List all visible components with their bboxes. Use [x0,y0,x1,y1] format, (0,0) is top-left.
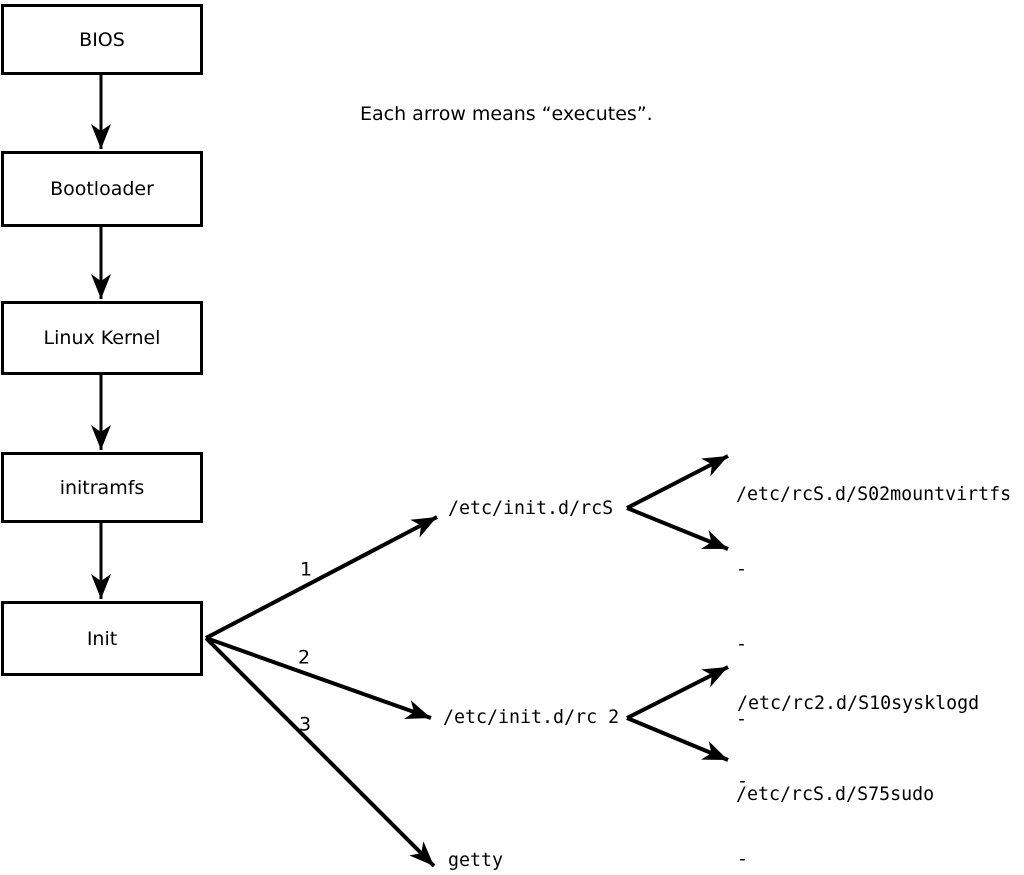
box-linux-kernel-label: Linux Kernel [43,327,161,349]
arrow-rcS-to-S75sudo [626,506,729,551]
rcS-script-S02mountvirtfs: /etc/rcS.d/S02mountvirtfs [736,484,1012,505]
box-linux-kernel: Linux Kernel [1,301,203,375]
branch-order-3: 3 [298,713,312,736]
box-initramfs: initramfs [1,452,203,523]
ellipsis-dash: - [736,634,748,655]
target-rcS: /etc/init.d/rcS [448,498,614,519]
target-getty: getty [448,850,504,871]
box-bootloader-label: Bootloader [50,178,154,200]
box-init-label: Init [86,627,118,650]
box-bios-label: BIOS [79,28,125,51]
box-bios: BIOS [1,4,203,75]
rcS-script-S75sudo: /etc/rcS.d/S75sudo [736,784,935,805]
branch-order-1: 1 [299,558,313,581]
legend-note: Each arrow means “executes”. [360,103,653,125]
ellipsis-dash: - [736,559,748,580]
ellipsis-dash: - [736,709,748,730]
box-bootloader: Bootloader [1,151,203,227]
arrow-init-to-getty [204,636,436,868]
arrow-rc2-to-S99gdm [626,716,729,762]
box-init: Init [1,601,203,676]
branch-order-2: 2 [297,646,311,669]
ellipsis-dash: - [737,771,749,792]
box-initramfs-label: initramfs [59,476,145,499]
target-rc2: /etc/init.d/rc 2 [443,707,620,728]
rcS-script-list: /etc/rcS.d/S02mountvirtfs - - - /etc/rcS… [736,432,1011,857]
rc2-script-list: /etc/rc2.d/S10sysklogd - - - /etc/rc2.d/… [737,639,979,875]
arrow-init-to-rc2 [205,636,432,720]
rc2-script-S10sysklogd: /etc/rc2.d/S10sysklogd [737,693,980,714]
arrow-rcS-to-S02mountvirtfs [626,454,729,510]
ellipsis-dash: - [737,849,749,870]
arrow-rc2-to-S10sysklogd [626,665,729,720]
arrow-init-to-rcS [205,515,438,640]
